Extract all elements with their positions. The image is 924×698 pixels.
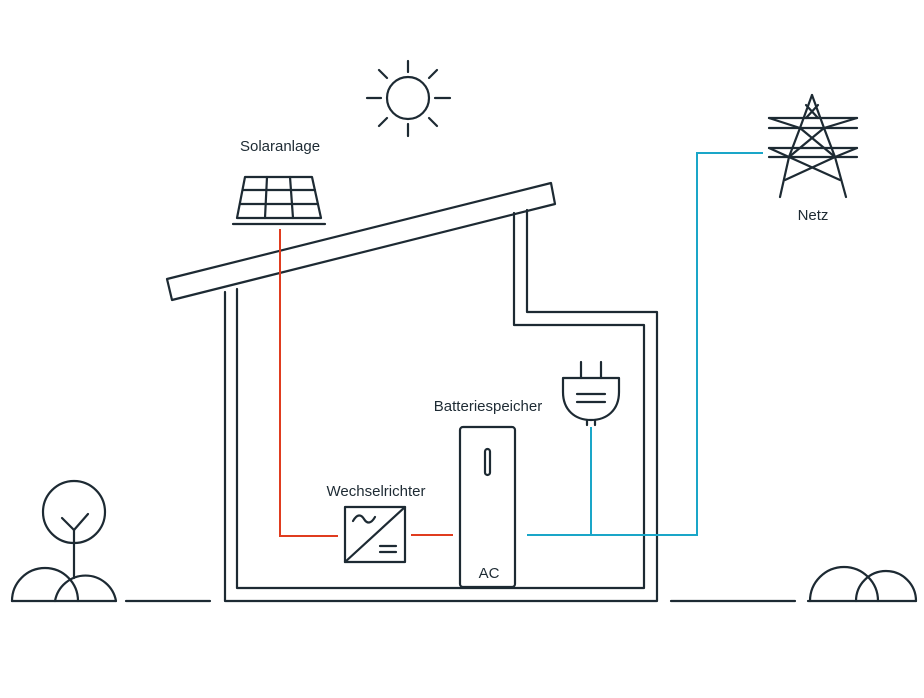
- tree-icon: [41, 479, 107, 580]
- solar-panel-icon: [231, 175, 327, 226]
- inverter-icon: [343, 505, 407, 564]
- solar-label: Solaranlage: [240, 138, 320, 155]
- ac-connection: [527, 152, 763, 536]
- battery-label: Batteriespeicher: [434, 398, 542, 415]
- roof: [165, 181, 557, 302]
- bush-icon: [808, 565, 918, 603]
- battery-icon: [458, 425, 517, 589]
- plug-icon: [561, 360, 621, 427]
- grid-label: Netz: [798, 207, 829, 224]
- bush-icon: [10, 566, 118, 603]
- inverter-label: Wechselrichter: [327, 483, 426, 500]
- house-walls: [223, 208, 659, 603]
- dc-connection: [279, 229, 453, 537]
- power-pylon-icon: [767, 93, 859, 199]
- battery-ac-label: AC: [479, 565, 500, 582]
- sun-icon: [365, 59, 452, 138]
